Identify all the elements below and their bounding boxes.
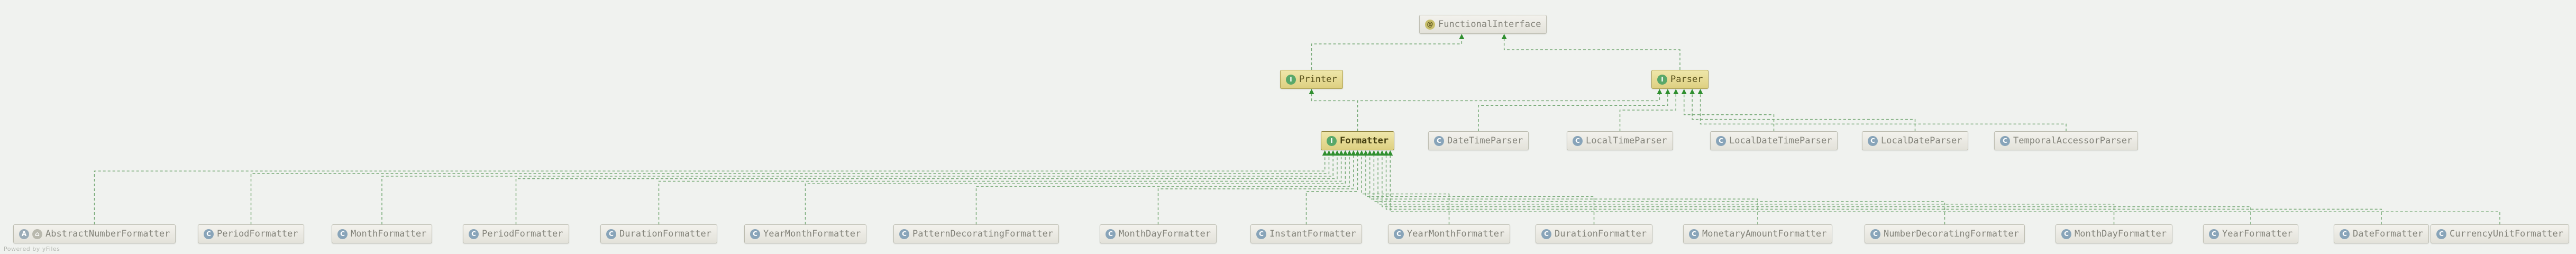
node-label: FunctionalInterface [1438,19,1541,30]
node-label: DateTimeParser [1447,135,1523,146]
class-icon: C [2000,135,2010,146]
node-label: PatternDecoratingFormatter [912,229,1054,239]
class-icon: C [1716,135,1726,146]
node-label: YearMonthFormatter [763,229,861,239]
diagram-node-MonthDayFormatter2[interactable]: C MonthDayFormatter [2056,224,2172,243]
node-label: TemporalAccessorParser [2013,135,2133,146]
class-icon: C [1434,135,1444,146]
home-icon: ⌂ [32,229,42,239]
node-label: LocalTimeParser [1586,135,1667,146]
diagram-node-AbstractNumberFormatter[interactable]: A⌂AbstractNumberFormatter [13,224,176,243]
class-icon: C [469,229,479,239]
class-icon: C [2340,229,2350,239]
class-icon: C [2436,229,2446,239]
class-icon: C [1689,229,1699,239]
class-icon: C [1573,135,1583,146]
class-icon: C [1256,229,1266,239]
node-label: NumberDecoratingFormatter [1884,229,2019,239]
node-label: DurationFormatter [1555,229,1647,239]
annotation-icon: @ [1425,19,1435,30]
class-icon: C [750,229,760,239]
node-label: MonetaryAmountFormatter [1702,229,1827,239]
node-label: DurationFormatter [619,229,711,239]
abstract-icon: A [19,229,29,239]
node-label: Formatter [1340,135,1389,146]
yfiles-watermark: Powered by yFiles [4,246,60,252]
node-label: Printer [1299,74,1337,85]
node-label: MonthDayFormatter [2075,229,2167,239]
class-icon: C [899,229,909,239]
diagram-node-FunctionalInterface[interactable]: @FunctionalInterface [1419,15,1547,34]
class-icon: C [2061,229,2071,239]
interface-icon: I [1657,74,1667,85]
node-label: PeriodFormatter [482,229,563,239]
node-label: AbstractNumberFormatter [45,229,170,239]
class-icon: C [1870,229,1880,239]
class-icon: C [2209,229,2219,239]
node-label: Parser [1670,74,1703,85]
node-label: YearMonthFormatter [1407,229,1505,239]
node-label: YearFormatter [2222,229,2293,239]
diagram-node-DurationFormatter2[interactable]: C DurationFormatter [1536,224,1652,243]
node-label: PeriodFormatter [217,229,298,239]
node-label: InstantFormatter [1269,229,1356,239]
class-icon: C [1394,229,1404,239]
class-icon: C [204,229,214,239]
interface-icon: I [1286,74,1296,85]
class-icon: C [1106,229,1116,239]
diagram-node-CurrencyUnitFormatter[interactable]: C CurrencyUnitFormatter [2431,224,2569,243]
node-label: DateFormatter [2353,229,2424,239]
interface-icon: I [1327,135,1337,146]
node-label: LocalDateParser [1881,135,1962,146]
diagram-node-NumberDecoratingFormatter[interactable]: C NumberDecoratingFormatter [1865,224,2025,243]
node-label: CurrencyUnitFormatter [2450,229,2563,239]
node-label: LocalDateTimeParser [1729,135,1832,146]
node-label: MonthFormatter [351,229,427,239]
class-icon: C [337,229,348,239]
class-icon: C [606,229,616,239]
class-icon: C [1541,229,1551,239]
node-label: MonthDayFormatter [1119,229,1211,239]
class-icon: C [1868,135,1878,146]
